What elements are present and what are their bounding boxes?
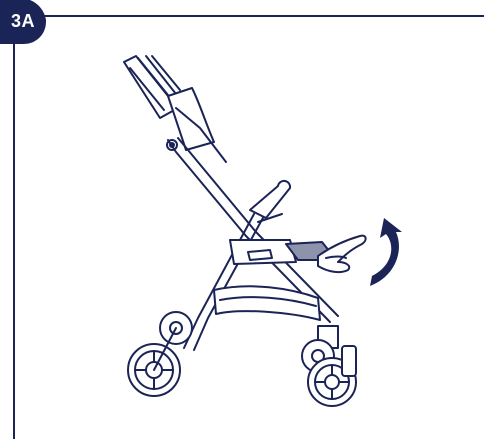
figure-frame: [14, 16, 484, 439]
curved-up-arrow-icon: [370, 218, 402, 286]
hand: [318, 236, 366, 272]
front-frame-tube: [184, 214, 254, 348]
stroller-illustration: [124, 56, 366, 406]
bumper-bar: [250, 181, 290, 218]
step-label: 3A: [0, 0, 46, 42]
